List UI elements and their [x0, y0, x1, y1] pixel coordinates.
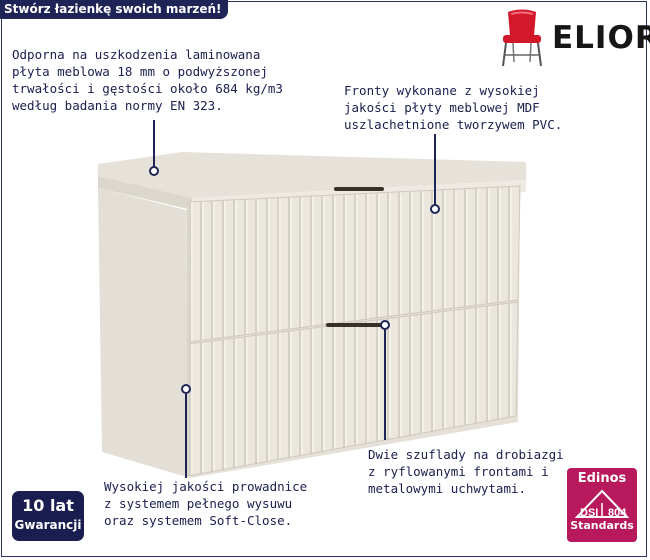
marker-slides	[181, 384, 191, 394]
upper-drawer-handle	[334, 187, 384, 191]
warranty-badge: 10 lat Gwarancji	[12, 491, 84, 541]
lower-drawer-handle	[326, 323, 384, 327]
marker-drawers	[380, 320, 390, 330]
marker-fronts	[430, 204, 440, 214]
certificate-triangle-icon: DSI 804	[574, 489, 630, 519]
certificate-code-left: DSI	[580, 507, 598, 519]
certificate-code-right: 804	[608, 507, 627, 519]
bathroom-cabinet-illustration	[98, 152, 526, 478]
leader-line-fronts	[434, 134, 436, 206]
feature-fronts-text: Fronty wykonane z wysokiej jakości płyty…	[344, 83, 563, 132]
certificate-label: Standards	[570, 519, 634, 532]
brand-name: ELIOR	[552, 20, 650, 56]
certificate-badge: Edinos DSI 804 Standards	[567, 468, 637, 542]
feature-drawers-text: Dwie szuflady na drobiazgi z ryflowanymi…	[368, 447, 564, 496]
leader-line-slides	[185, 394, 187, 478]
leader-line-worktop	[153, 120, 155, 172]
warranty-label: Gwarancji	[14, 518, 82, 532]
certificate-brand: Edinos	[577, 471, 627, 486]
feature-worktop-text: Odporna na uszkodzenia laminowana płyta …	[12, 47, 283, 113]
warranty-years: 10 lat	[22, 496, 74, 515]
promo-banner: Stwórz łazienkę swoich marzeń!	[0, 0, 228, 19]
marker-worktop	[149, 166, 159, 176]
feature-slides-text: Wysokiej jakości prowadnice z systemem p…	[104, 479, 308, 528]
brand-logo[interactable]: ELIOR	[496, 8, 650, 68]
red-chair-icon	[502, 9, 542, 67]
leader-line-drawers	[384, 328, 386, 440]
